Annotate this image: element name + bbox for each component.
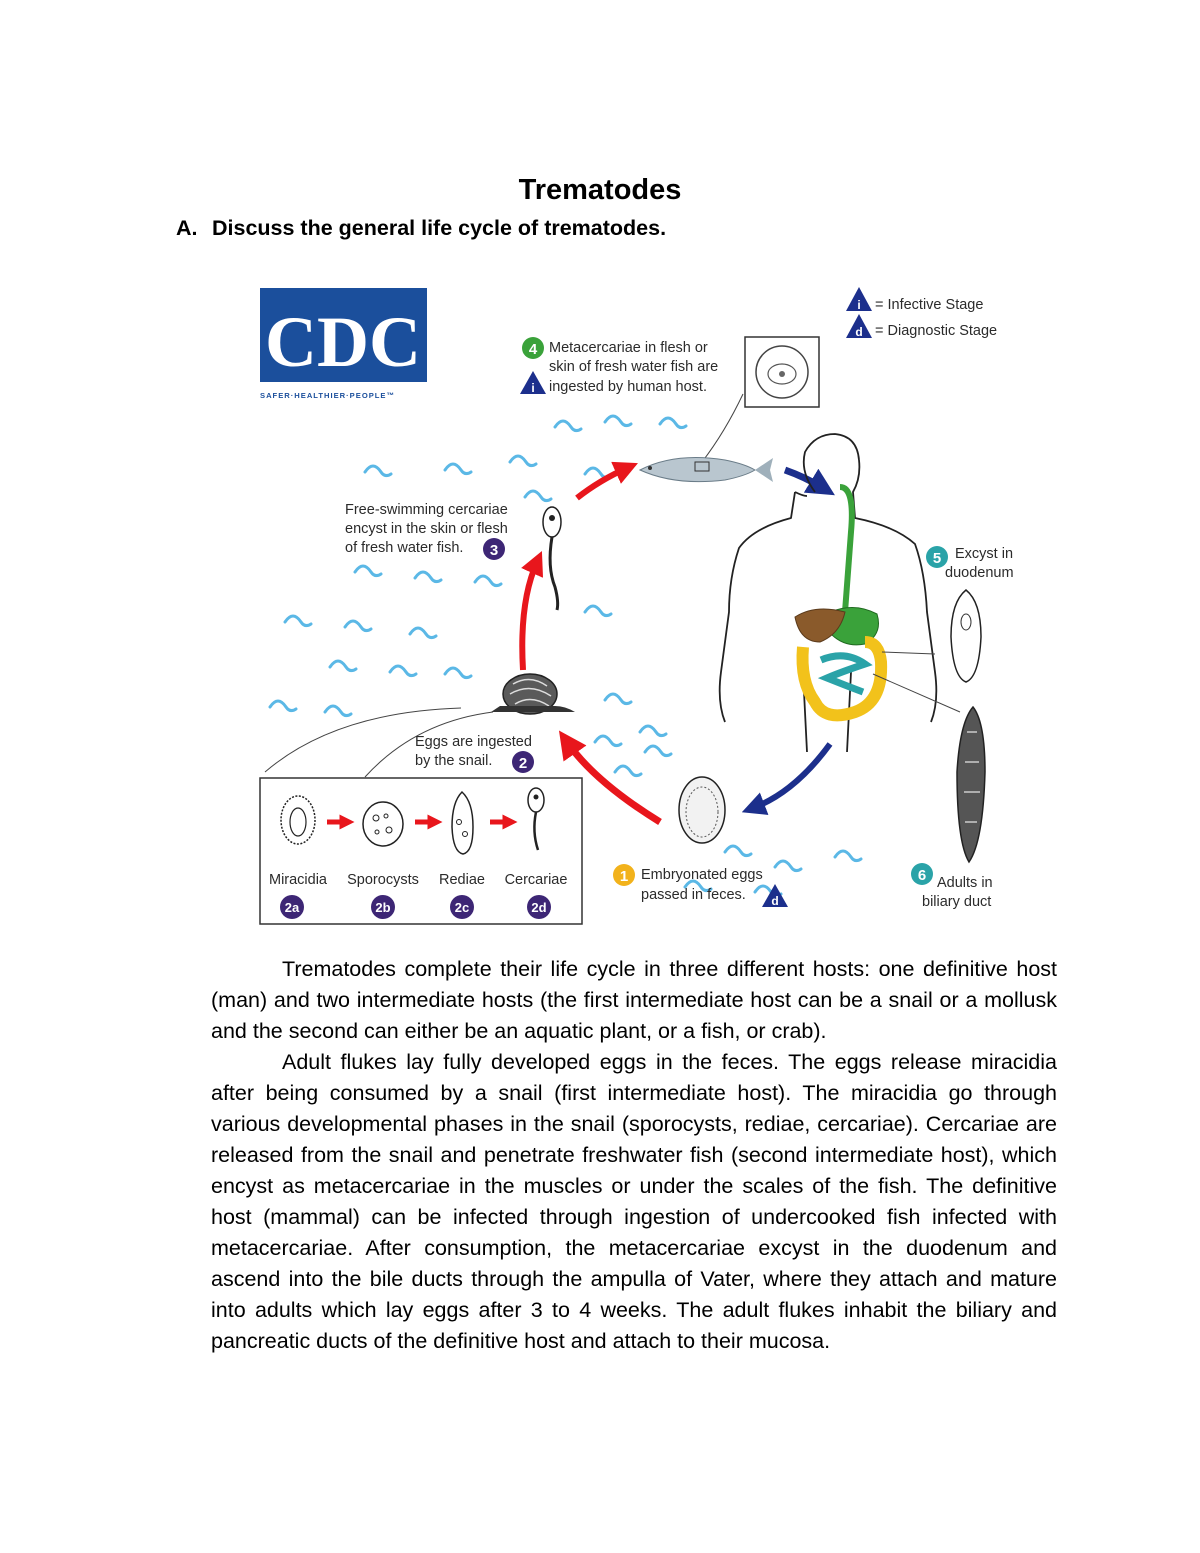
life-cycle-figure: CDC SAFER·HEALTHIER·PEOPLE™ i = Infectiv… <box>255 282 1035 932</box>
stage-2-label-line1: Eggs are ingested <box>415 734 532 750</box>
sporocyst-icon <box>362 801 404 847</box>
stage-2b-badge <box>371 895 395 919</box>
stage-1-label-line1: Embryonated eggs <box>641 867 763 883</box>
stage-3-label-line1: Free-swimming cercariae <box>345 502 508 518</box>
arrow-cercariae-to-fish <box>575 461 638 501</box>
infective-stage-marker: i <box>520 371 546 395</box>
metacercaria-cyst <box>755 345 809 399</box>
svg-text:d: d <box>771 894 778 908</box>
cercaria-small-icon <box>527 787 545 851</box>
svg-text:i: i <box>857 298 860 312</box>
cdc-logo-letters: CDC <box>265 302 421 382</box>
svg-text:2: 2 <box>519 755 527 772</box>
cdc-logo-box <box>260 288 427 382</box>
svg-text:6: 6 <box>918 867 926 884</box>
stage-4: 4 Metacercariae in flesh or skin of fres… <box>520 336 820 483</box>
sporocysts-label: Sporocysts <box>347 872 419 888</box>
legend-diagnostic-label: = Diagnostic Stage <box>875 323 997 339</box>
liver <box>794 608 846 643</box>
svg-text:1: 1 <box>620 868 628 885</box>
question-heading: A. Discuss the general life cycle of trem… <box>176 214 666 242</box>
fish-icon <box>638 457 773 483</box>
question-text: Discuss the general life cycle of tremat… <box>212 216 667 240</box>
stage-6-badge <box>911 863 933 885</box>
arrow-fish-to-human <box>783 466 835 496</box>
egg-icon <box>678 776 726 844</box>
stage-2: Eggs are ingested by the snail. 2 <box>264 707 534 778</box>
body-text: Trematodes complete their life cycle in … <box>211 954 1057 1357</box>
paragraph-2: Adult flukes lay fully developed eggs in… <box>211 1050 1057 1353</box>
small-intestine <box>817 652 873 696</box>
stage-3-label-line3: of fresh water fish. <box>345 540 463 556</box>
question-number: A. <box>176 216 198 240</box>
svg-text:5: 5 <box>933 550 941 567</box>
legend-infective-label: = Infective Stage <box>875 297 983 313</box>
cercariae-label: Cercariae <box>505 872 568 888</box>
paragraph-1: Trematodes complete their life cycle in … <box>211 957 1057 1043</box>
stage-4-label-line2: skin of fresh water fish are <box>549 359 718 375</box>
arrow-human-to-eggs <box>741 742 833 815</box>
svg-text:d: d <box>855 325 862 339</box>
stage-6-label-line2: biliary duct <box>922 894 991 910</box>
human-figure <box>718 433 961 753</box>
excysted-larva-icon <box>950 589 982 683</box>
stage-4-label-line3: ingested by human host. <box>549 379 707 395</box>
svg-text:2a: 2a <box>285 900 300 915</box>
stage-3-label-line2: encyst in the skin or flesh <box>345 521 508 537</box>
svg-text:i: i <box>531 381 534 395</box>
stage-4-label-line1: Metacercariae in flesh or <box>549 340 708 356</box>
stage-3-badge <box>483 538 505 560</box>
stage-1: 1 Embryonated eggs passed in feces. d <box>613 776 788 908</box>
stage-5-badge <box>926 546 948 568</box>
diagnostic-stage-marker: d <box>762 884 788 908</box>
redia-icon <box>451 790 474 855</box>
cdc-logo: CDC SAFER·HEALTHIER·PEOPLE™ <box>260 288 427 400</box>
svg-text:2d: 2d <box>531 900 546 915</box>
page-title: Trematodes <box>518 174 682 206</box>
stage-2d-badge <box>527 895 551 919</box>
arrow-eggs-to-snail <box>558 730 662 825</box>
stage-5-label-line2: duodenum <box>945 565 1014 581</box>
svg-text:2b: 2b <box>375 900 390 915</box>
stage-5: 5 Excyst in duodenum <box>926 546 1014 683</box>
rediae-label: Rediae <box>439 872 485 888</box>
stage-1-label-line2: passed in feces. <box>641 887 746 903</box>
esophagus <box>839 484 855 613</box>
stage-2a-badge <box>280 895 304 919</box>
svg-text:3: 3 <box>490 542 498 559</box>
legend: i = Infective Stage d = Diagnostic Stage <box>846 287 997 339</box>
miracidia-label: Miracidia <box>269 872 328 888</box>
cdc-logo-tagline: SAFER·HEALTHIER·PEOPLE™ <box>260 391 395 400</box>
large-intestine <box>796 636 888 722</box>
stage-2-label-line2: by the snail. <box>415 753 492 769</box>
stage-6-label-line1: Adults in <box>937 875 993 891</box>
svg-text:2c: 2c <box>455 900 469 915</box>
stage-3: Free-swimming cercariae encyst in the sk… <box>345 502 562 611</box>
arrow-snail-to-cercariae <box>519 551 544 671</box>
stage-2c-badge <box>450 895 474 919</box>
svg-text:4: 4 <box>529 341 538 358</box>
snail-development-box: Miracidia Sporocysts Rediae Cercariae 2a… <box>259 777 583 925</box>
miracidium-icon <box>280 795 316 845</box>
diagnostic-stage-icon: d <box>846 314 872 339</box>
stage-1-badge <box>613 864 635 886</box>
stage-2-badge <box>512 751 534 773</box>
snail-icon <box>491 673 575 715</box>
stage-4-badge <box>522 337 544 359</box>
stage-5-label-line1: Excyst in <box>955 546 1013 562</box>
infective-stage-icon: i <box>846 287 872 312</box>
stage-6: 6 Adults in biliary duct <box>911 705 993 910</box>
cercaria-icon <box>542 506 562 611</box>
adult-fluke-icon <box>956 705 986 864</box>
cycle-arrows <box>519 461 835 825</box>
